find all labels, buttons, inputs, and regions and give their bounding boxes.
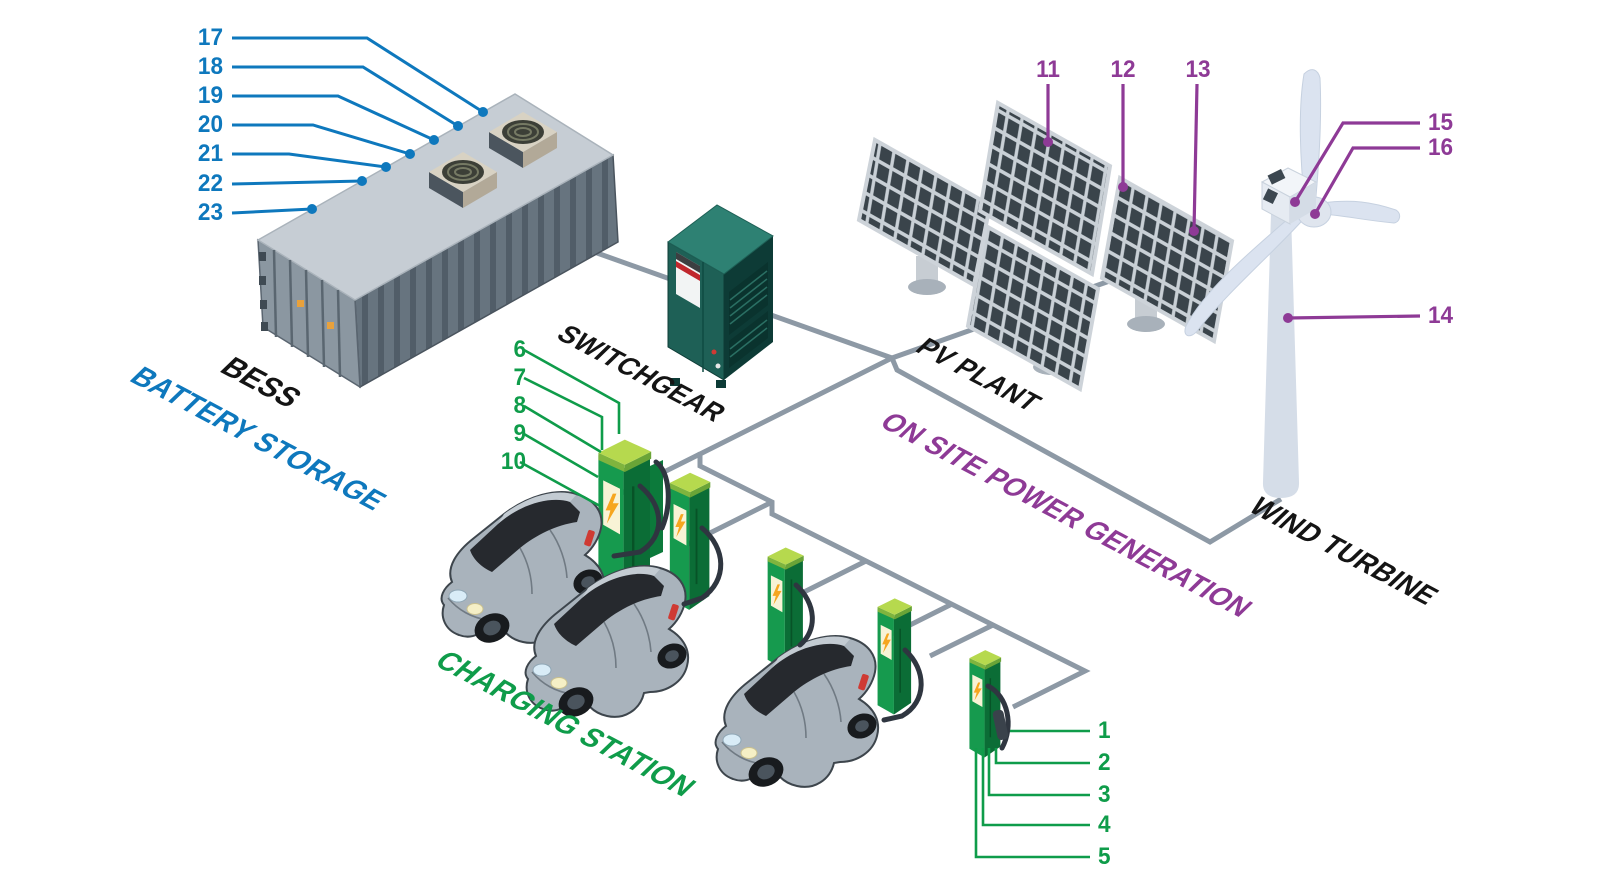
callout-15: 15 <box>1428 109 1454 136</box>
wind-turbine-blade-right <box>1321 200 1401 224</box>
callout-3: 3 <box>1098 781 1111 808</box>
wind-turbine-blade-up <box>1299 69 1322 208</box>
solar-panel-back-middle <box>977 99 1113 278</box>
ev-charger-4 <box>876 597 913 716</box>
callout-21: 21 <box>197 140 223 167</box>
callout-7: 7 <box>513 364 526 391</box>
bess-container <box>256 93 619 389</box>
charging-callout-lines <box>519 348 1090 859</box>
warning-sticker <box>297 300 304 307</box>
callout-16: 16 <box>1428 134 1454 161</box>
callout-1: 1 <box>1098 717 1111 744</box>
callout-13: 13 <box>1185 56 1211 83</box>
charging-cables <box>611 459 1011 751</box>
callout-5: 5 <box>1098 843 1111 870</box>
callout-10: 10 <box>500 448 526 475</box>
callout-8: 8 <box>513 392 526 419</box>
callout-6: 6 <box>513 336 526 363</box>
warning-sticker <box>327 322 334 329</box>
callout-23: 23 <box>197 199 223 226</box>
callout-2: 2 <box>1098 749 1111 776</box>
wind-turbine-blade-left <box>1184 209 1308 337</box>
ev-charger-5 <box>968 649 1002 759</box>
pv-plant <box>856 99 1235 393</box>
wind-turbine-tower <box>1262 213 1300 498</box>
callout-11: 11 <box>1036 56 1060 83</box>
pv-wind-callout-lines <box>1043 83 1421 323</box>
callout-14: 14 <box>1428 302 1454 329</box>
callout-17: 17 <box>197 24 223 51</box>
callout-12: 12 <box>1110 56 1136 83</box>
solar-panel-front-middle <box>965 222 1101 393</box>
callout-19: 19 <box>197 82 223 109</box>
callout-4: 4 <box>1098 811 1111 838</box>
ev-car-3 <box>714 635 882 794</box>
callout-20: 20 <box>197 111 223 138</box>
callout-22: 22 <box>197 170 223 197</box>
switchgear-cabinet <box>667 204 774 388</box>
charger-handle <box>992 709 1009 740</box>
solar-panel-right <box>1099 174 1235 345</box>
callout-18: 18 <box>197 53 223 80</box>
bess-callout-lines <box>231 36 488 215</box>
wind-turbine <box>1184 69 1401 498</box>
callout-9: 9 <box>513 420 526 447</box>
